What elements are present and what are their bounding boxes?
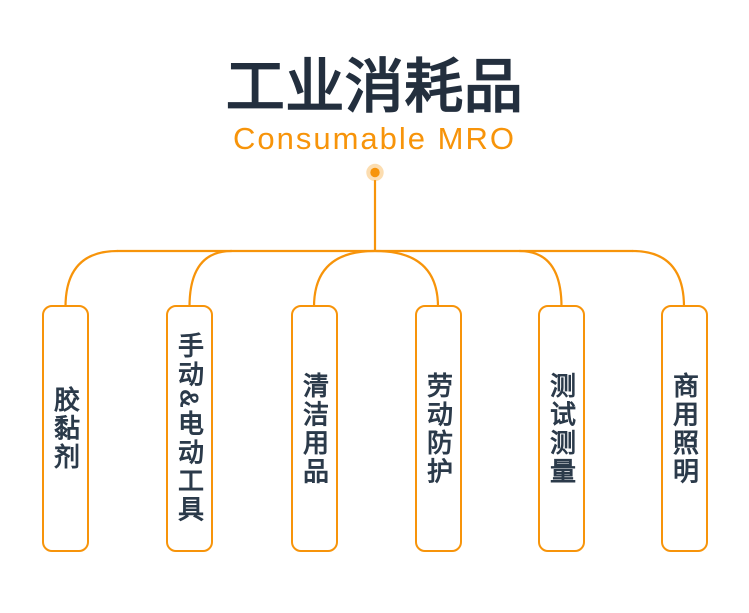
category-box-labor-protection: 劳动防护	[415, 305, 462, 552]
category-label-cleaning-supplies: 清洁用品	[299, 371, 330, 486]
branch-line-4	[374, 249, 440, 309]
category-box-adhesives: 胶黏剂	[42, 305, 89, 552]
root-node-dot	[370, 167, 380, 178]
category-label-labor-protection: 劳动防护	[423, 371, 454, 486]
category-label-test-measurement: 测试测量	[546, 371, 577, 486]
category-box-test-measurement: 测试测量	[538, 305, 585, 552]
diagram-title: 工业消耗品	[225, 54, 524, 120]
category-box-commercial-lighting: 商用照明	[661, 305, 708, 552]
branch-line-3	[312, 249, 376, 309]
branch-line-1	[64, 249, 119, 309]
category-label-commercial-lighting: 商用照明	[669, 371, 700, 486]
category-label-adhesives: 胶黏剂	[50, 385, 81, 472]
root-node-halo	[366, 163, 384, 182]
category-box-cleaning-supplies: 清洁用品	[291, 305, 338, 552]
branch-line-2	[188, 249, 233, 309]
category-label-hand-power-tools: 手动&电动工具	[174, 332, 205, 525]
branch-line-5	[518, 249, 563, 309]
diagram-subtitle: Consumable MRO	[233, 121, 516, 156]
category-box-hand-power-tools: 手动&电动工具	[166, 305, 213, 552]
branch-line-6	[631, 249, 686, 309]
